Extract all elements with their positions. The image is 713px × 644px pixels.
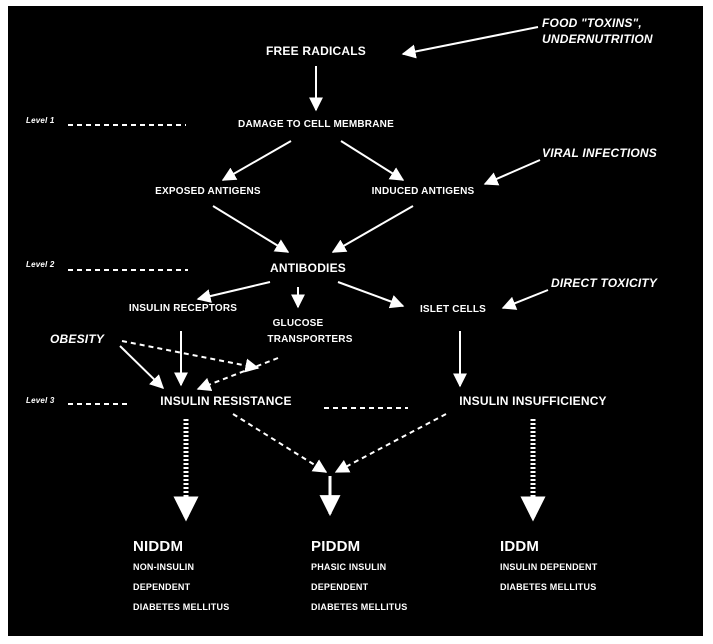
outcome-iddm-line1: INSULIN DEPENDENT: [500, 562, 598, 572]
outcome-iddm-title: IDDM: [500, 538, 540, 555]
outcome-niddm-line1: NON-INSULIN: [133, 562, 195, 572]
level-1-label: Level 1: [26, 116, 55, 125]
outcome-piddm-title: PIDDM: [311, 538, 361, 555]
node-antibodies: ANTIBODIES: [269, 261, 347, 275]
arrow-obesity-to-glucose: [121, 340, 260, 373]
node-food-toxins-line1: FOOD "TOXINS",: [542, 16, 642, 30]
node-induced-antigens: INDUCED ANTIGENS: [371, 186, 475, 197]
arrow-insufficiency-to-piddm: [334, 413, 447, 473]
arrow-induced-to-antibodies: [331, 205, 414, 253]
arrow-antibodies-to-receptors: [196, 281, 271, 303]
outcome-piddm-line3: DIABETES MELLITUS: [311, 602, 408, 612]
node-insulin-insufficiency: INSULIN INSUFFICIENCY: [459, 394, 607, 408]
arrow-toxicity-to-islet: [501, 289, 549, 310]
node-direct-toxicity: DIRECT TOXICITY: [551, 276, 658, 290]
arrow-exposed-to-antibodies: [212, 205, 290, 253]
diagram-frame: Level 1 Level 2 Level 3 FREE RADICALS FO…: [8, 6, 703, 636]
arrow-food-to-radicals: [401, 26, 539, 59]
node-exposed-antigens: EXPOSED ANTIGENS: [155, 186, 261, 197]
diagram-connectors: [68, 26, 549, 522]
arrow-viral-to-induced: [483, 159, 541, 186]
arrow-glucose-to-resistance: [196, 357, 279, 391]
node-insulin-resistance: INSULIN RESISTANCE: [160, 394, 292, 408]
arrow-obesity-to-resistance: [119, 345, 165, 389]
node-glucose-line2: TRANSPORTERS: [267, 334, 353, 345]
arrow-antibodies-to-islet: [337, 281, 405, 309]
outcome-niddm-title: NIDDM: [133, 538, 184, 555]
node-viral-infections: VIRAL INFECTIONS: [542, 146, 657, 160]
level-2-label: Level 2: [26, 260, 55, 269]
node-free-radicals: FREE RADICALS: [266, 44, 366, 58]
node-glucose-line1: GLUCOSE: [272, 318, 324, 329]
outcome-niddm-line2: DEPENDENT: [133, 582, 191, 592]
node-damage-cell-membrane: DAMAGE TO CELL MEMBRANE: [238, 119, 394, 130]
node-obesity: OBESITY: [50, 332, 105, 346]
arrow-damage-to-induced: [340, 140, 405, 181]
node-islet-cells: ISLET CELLS: [419, 304, 487, 315]
node-food-toxins-line2: UNDERNUTRITION: [542, 32, 653, 46]
outcome-niddm-line3: DIABETES MELLITUS: [133, 602, 230, 612]
arrow-damage-to-exposed: [221, 140, 292, 181]
level-3-label: Level 3: [26, 396, 55, 405]
node-insulin-receptors: INSULIN RECEPTORS: [128, 303, 238, 314]
outcome-piddm-line2: DEPENDENT: [311, 582, 369, 592]
arrow-resistance-to-piddm: [232, 413, 328, 473]
outcome-piddm-line1: PHASIC INSULIN: [311, 562, 387, 572]
outcome-iddm-line2: DIABETES MELLITUS: [500, 582, 597, 592]
